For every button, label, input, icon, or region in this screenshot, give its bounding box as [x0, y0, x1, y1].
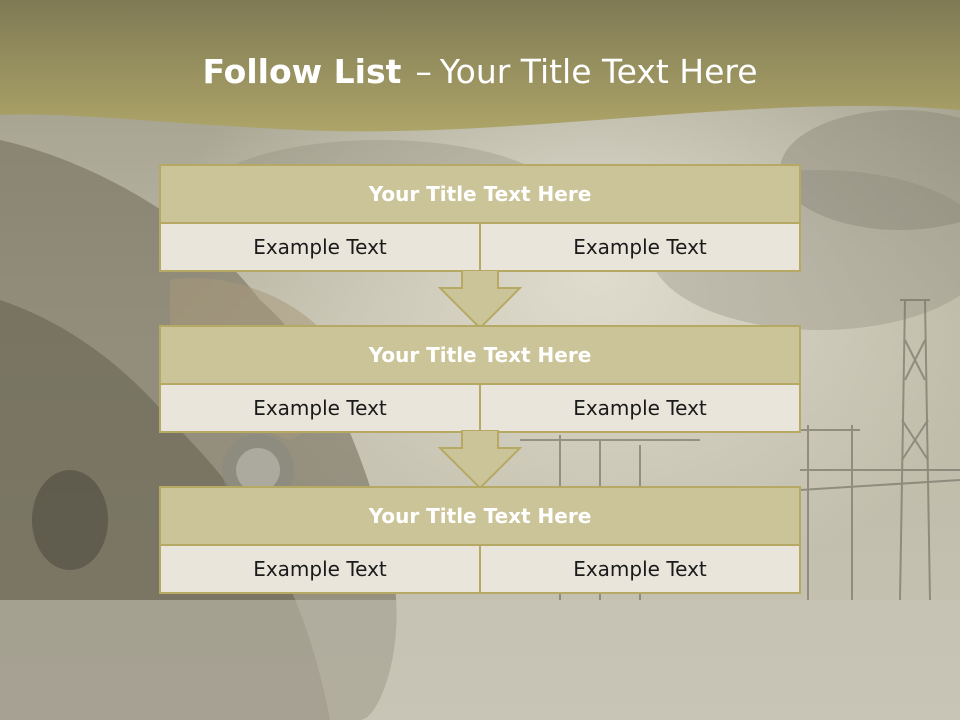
title-subtitle: Your Title Text Here: [439, 52, 758, 91]
block-title: Your Title Text Here: [161, 166, 799, 224]
title-main: Follow List: [202, 52, 402, 91]
block-cell-right: Example Text: [479, 546, 799, 592]
block-cell-right: Example Text: [479, 385, 799, 431]
block-title: Your Title Text Here: [161, 488, 799, 546]
list-block-1: Your Title Text Here Example Text Exampl…: [159, 164, 801, 272]
list-block-2: Your Title Text Here Example Text Exampl…: [159, 325, 801, 433]
block-row: Example Text Example Text: [161, 385, 799, 431]
title-dash: –: [415, 52, 432, 91]
block-title: Your Title Text Here: [161, 327, 799, 385]
list-block-3: Your Title Text Here Example Text Exampl…: [159, 486, 801, 594]
down-arrow-icon: [438, 430, 522, 490]
block-cell-left: Example Text: [161, 385, 479, 431]
block-cell-right: Example Text: [479, 224, 799, 270]
block-cell-left: Example Text: [161, 224, 479, 270]
down-arrow-icon: [438, 270, 522, 330]
block-row: Example Text Example Text: [161, 224, 799, 270]
block-cell-left: Example Text: [161, 546, 479, 592]
slide-title: Follow List–Your Title Text Here: [0, 52, 960, 91]
block-row: Example Text Example Text: [161, 546, 799, 592]
